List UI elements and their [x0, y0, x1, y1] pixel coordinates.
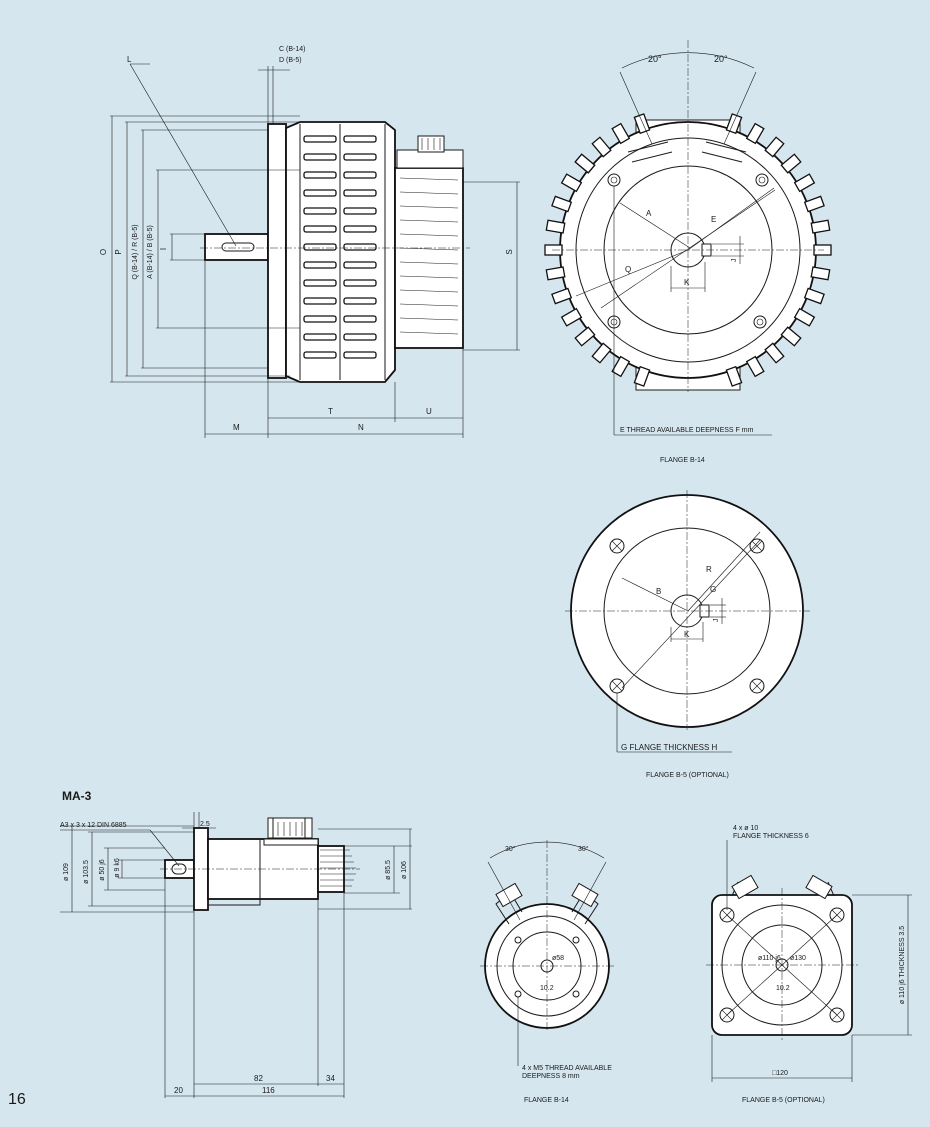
b5-label-J: J [713, 619, 720, 623]
ma3-b5-side-dim: ø 110 j6 THICKNESS 3.5 [899, 926, 906, 1004]
ma3-d34: 34 [326, 1074, 335, 1083]
ma3-d85: ø 85.5 [385, 860, 392, 880]
b14-label-J: J [731, 259, 738, 263]
label-Q-R: Q (B-14) / R (B-5) [132, 224, 139, 279]
housing-fins [303, 135, 377, 359]
ma3-d82: 82 [254, 1074, 263, 1083]
label-S: S [505, 249, 514, 254]
connector [396, 149, 464, 169]
rear-fins [399, 177, 459, 335]
ma3-fins [320, 849, 356, 887]
shaft-keyway [221, 242, 255, 252]
ma3-b14-angle-left: 30° [505, 845, 516, 853]
top-side-view: O P Q (B-14) / R (B-5) A (B-14) / B (B-5… [99, 46, 520, 438]
ma3-b5-pcd: ø130 [790, 955, 806, 962]
ma3-b14-pcd: ø58 [552, 955, 564, 962]
ma3-d20: 20 [174, 1086, 183, 1095]
b14-caption: FLANGE B-14 [660, 457, 705, 464]
ma3-flange-b14-view: 30° 30° ø58 10.2 4 x M5 THREAD AVAILABLE… [480, 840, 614, 1104]
b14-angle-right: 20° [714, 54, 728, 64]
ma3-d2-5: 2.5 [200, 821, 210, 828]
ma3-flange-b5-view: ø110 j6 ø130 10.2 4 x ø 10 FLANGE THICKN… [706, 825, 912, 1104]
ma3-b14-angle-right: 30° [578, 845, 589, 853]
ma3-b5-caption: FLANGE B-5 (OPTIONAL) [742, 1097, 825, 1104]
top-horizontal-dimensions [204, 260, 464, 438]
ma3-b14-thread-2: DEEPNESS 8 mm [522, 1073, 580, 1080]
label-C: C (B-14) [279, 46, 305, 53]
b14-label-K: K [684, 278, 690, 287]
label-P: P [114, 249, 123, 254]
flange-plate [267, 123, 287, 379]
ma3-b14-caption: FLANGE B-14 [524, 1097, 569, 1104]
label-I: I [159, 248, 168, 250]
ma3-b5-holes-1: 4 x ø 10 [733, 825, 758, 832]
b14-label-A: A [646, 209, 652, 218]
ma3-b5-pilot: ø110 j6 [758, 955, 781, 962]
label-N: N [358, 423, 364, 432]
label-D: D (B-5) [279, 57, 302, 64]
ma3-b5-holes-2: FLANGE THICKNESS 6 [733, 833, 809, 840]
ma3-d9: ø 9 k6 [114, 858, 121, 878]
b5-label-G: G [710, 585, 716, 594]
flange-b14-view: 20° 20° A E Q K J E THREAD AVAILABLE DEE… [544, 40, 832, 464]
b5-label-R: R [706, 565, 712, 574]
b5-thickness-note: G FLANGE THICKNESS H [621, 743, 718, 752]
ma3-title: MA-3 [62, 789, 92, 803]
ma3-d50: ø 50 j6 [99, 859, 106, 881]
ma3-b14-thread-1: 4 x M5 THREAD AVAILABLE [522, 1065, 612, 1072]
ma3-d103: ø 103.5 [83, 860, 90, 884]
ma3-d109: ø 109 [63, 863, 70, 881]
label-A-B: A (B-14) / B (B-5) [147, 225, 154, 279]
ma3-d106: ø 106 [401, 861, 408, 879]
page-number: 16 [8, 1091, 26, 1108]
ma3-d116: 116 [262, 1086, 275, 1095]
b14-angle-left: 20° [648, 54, 662, 64]
b14-label-Q: Q [625, 265, 631, 274]
b5-label-B: B [656, 587, 661, 596]
label-T: T [328, 407, 333, 416]
b5-mounting-holes [609, 538, 765, 694]
shaft [204, 233, 269, 261]
rear-section [394, 167, 464, 349]
flange-b5-view: B R G K J G FLANGE THICKNESS H FLANGE B-… [565, 490, 810, 779]
b14-label-E: E [711, 215, 716, 224]
ma3-b14-key-w: 10.2 [540, 985, 554, 992]
ma3-b5-key-w: 10.2 [776, 985, 790, 992]
ma3-b5-square-dim: □120 [772, 1070, 788, 1077]
b14-thread-note: E THREAD AVAILABLE DEEPNESS F mm [620, 427, 754, 434]
top-vertical-dimensions [110, 115, 520, 383]
ma3-side-view: ø 109 ø 103.5 ø 50 j6 ø 9 k6 ø 85.5 ø 10… [60, 812, 412, 1098]
label-O: O [99, 249, 108, 255]
b14-radial-fins [544, 113, 832, 387]
b5-label-K: K [684, 630, 690, 639]
label-L: L [127, 55, 132, 64]
label-U: U [426, 407, 432, 416]
leader-L [129, 63, 237, 247]
ma3-key-note: A3 x 3 x 12 DIN 6885 [60, 822, 127, 829]
label-M: M [233, 423, 240, 432]
b5-caption: FLANGE B-5 (OPTIONAL) [646, 772, 729, 779]
